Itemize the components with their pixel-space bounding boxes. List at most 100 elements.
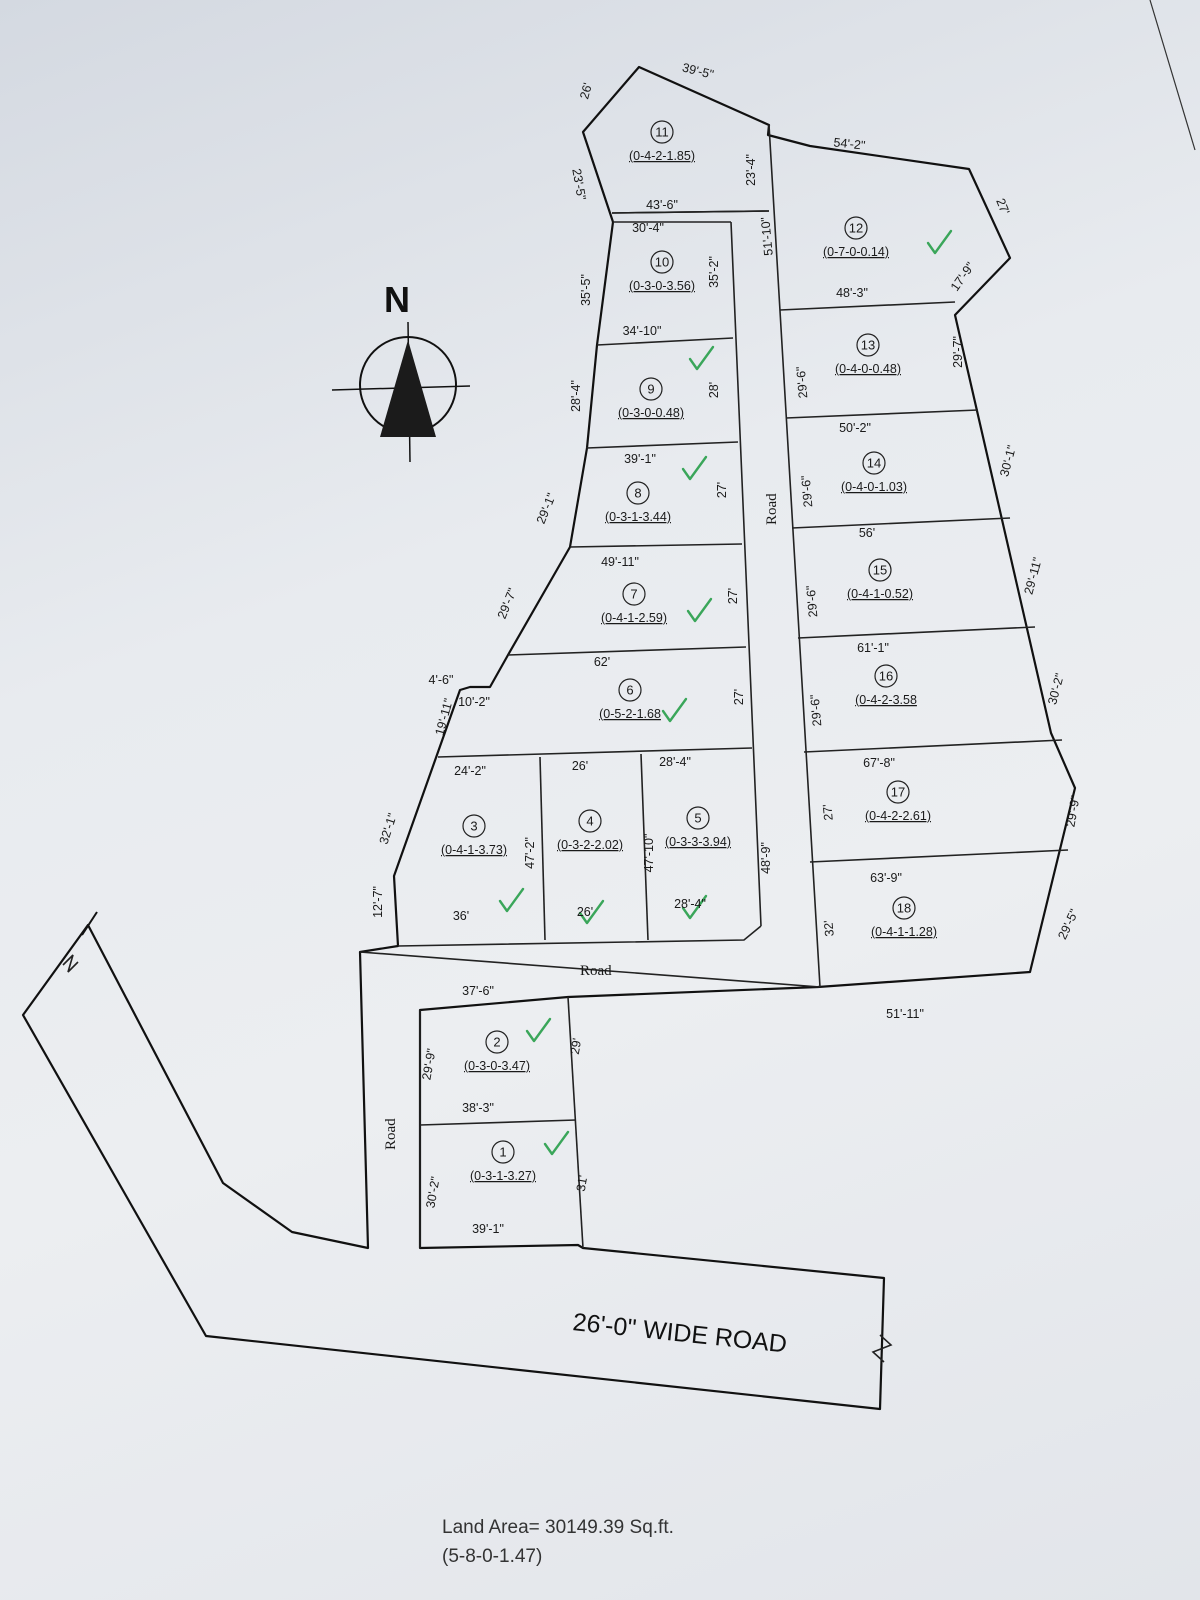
page-edge-line [1149, 0, 1196, 151]
plot-area: (0-3-0-3.56) [629, 279, 695, 293]
plot-number: 9 [647, 382, 654, 397]
dimension-label: 17'-9" [948, 260, 978, 294]
plot-6[interactable]: 6(0-5-2-1.68 [599, 678, 688, 723]
plot-number-circle [868, 558, 892, 582]
dimension-label: 39'-5" [681, 60, 715, 81]
dimension-label: 51'-11" [886, 1007, 924, 1021]
plot-number-circle [639, 377, 663, 401]
plot-16[interactable]: 16(0-4-2-3.58 [855, 664, 917, 707]
dimension-label: 27' [726, 588, 740, 604]
check-mark-icon [578, 899, 605, 925]
plot-11[interactable]: 11 (0-4-2-1.85) [629, 120, 695, 163]
cross-road-label: Road [580, 963, 612, 979]
dimension-label: 19'-11" [432, 697, 455, 737]
dimension-label: 62' [594, 655, 610, 669]
plot-18[interactable]: 18(0-4-1-1.28) [871, 896, 937, 939]
check-mark-icon [688, 345, 715, 371]
plot-area: (0-4-2-1.85) [629, 149, 695, 163]
plot-number-circle [886, 780, 910, 804]
plot-number: 6 [626, 683, 633, 698]
plot-1[interactable]: 1(0-3-1-3.27) [470, 1130, 570, 1183]
dimension-label: 26' [572, 759, 588, 773]
main-road-label: Road [764, 493, 780, 525]
plot-10[interactable]: 10(0-3-0-3.56) [629, 250, 695, 293]
plot-11-bottom-line [611, 210, 770, 214]
dimension-label: 29'-6" [808, 694, 825, 727]
west-block-lines [437, 221, 753, 941]
land-area-label: Land Area= 30149.39 Sq.ft. [442, 1517, 674, 1538]
plot-4[interactable]: 4(0-3-2-2.02) [557, 809, 623, 925]
dimension-label: 32'-1" [377, 811, 400, 846]
plot-area: (0-4-0-0.48) [835, 362, 901, 376]
plot-number-circle [491, 1140, 515, 1164]
plot-12[interactable]: 12(0-7-0-0.14) [823, 216, 953, 259]
plot-number-circle [626, 481, 650, 505]
main-road-edges [359, 124, 821, 988]
plot-area: (0-7-0-0.14) [823, 245, 889, 259]
plot-13[interactable]: 13(0-4-0-0.48) [835, 333, 901, 376]
dimension-label: 30'-1" [997, 444, 1019, 478]
plot-number-circle [856, 333, 880, 357]
plot-8[interactable]: 8(0-3-1-3.44) [605, 455, 708, 524]
dimension-label: 29'-6" [804, 585, 821, 618]
road-break-east [871, 1334, 893, 1363]
side-road-label: Road [383, 1118, 399, 1150]
dimension-label: 48'-9" [759, 842, 773, 874]
land-area-units-label: (5-8-0-1.47) [442, 1546, 542, 1567]
plot-17[interactable]: 17(0-4-2-2.61) [865, 780, 931, 823]
plot-number-circle [650, 120, 674, 144]
dimension-label: 43'-6" [646, 198, 678, 212]
plot-14[interactable]: 14(0-4-0-1.03) [841, 451, 907, 494]
plot-3[interactable]: 3(0-4-1-3.73) [441, 814, 525, 913]
dimension-label: 34'-10" [623, 324, 662, 338]
dimension-label: 29'-6" [794, 366, 811, 399]
dimension-label: 29'-1" [534, 491, 559, 526]
dimension-label: 54'-2" [833, 135, 866, 152]
check-mark-icon [543, 1130, 570, 1156]
dimension-label: 28'-4" [569, 380, 583, 412]
plot-area: (0-4-2-2.61) [865, 809, 931, 823]
dimension-label: 30'-2" [1045, 672, 1067, 706]
dimension-label: 23'-5" [569, 167, 588, 201]
dimension-label: 29'-7" [495, 586, 520, 621]
dimension-label: 4'-6" [429, 673, 454, 687]
plot-area: (0-4-2-3.58 [855, 693, 917, 707]
plot-number: 11 [655, 125, 669, 140]
dimension-label: 27' [732, 689, 746, 705]
dimension-label: 35'-5" [579, 274, 593, 306]
dimension-label: 39'-1" [472, 1222, 504, 1236]
plot-number: 7 [630, 587, 637, 602]
plot-2[interactable]: 2(0-3-0-3.47) [464, 1017, 552, 1073]
dimension-label: 30'-4" [632, 221, 664, 235]
dimension-label: 56' [859, 526, 875, 540]
north-arrow-icon: N [331, 279, 471, 463]
dimension-label: 26' [577, 81, 595, 100]
plot-area: (0-3-3-3.94) [665, 835, 731, 849]
plot-number: 8 [634, 486, 641, 501]
dimension-label: 67'-8" [863, 756, 895, 770]
plot-5[interactable]: 5(0-3-3-3.94) [665, 806, 731, 920]
dimension-label: 30'-2" [423, 1175, 442, 1209]
plot-9[interactable]: 9(0-3-0-0.48) [618, 345, 715, 420]
dimension-label: 47'-10" [642, 834, 656, 873]
plot-area: (0-4-1-2.59) [601, 611, 667, 625]
plot-7[interactable]: 7 (0-4-1-2.59) [601, 582, 713, 625]
dimension-label: 29'-7" [951, 336, 965, 368]
plot-15[interactable]: 15(0-4-1-0.52) [847, 558, 913, 601]
dimension-label: 27' [715, 482, 729, 498]
dimension-label: 26' [577, 905, 593, 919]
plot-number-circle [892, 896, 916, 920]
wide-road-label: 26'-0" WIDE ROAD [571, 1308, 788, 1358]
south-block-lines [419, 996, 584, 1249]
dimension-label: 23'-4" [744, 154, 758, 186]
plot-number: 15 [873, 563, 887, 578]
check-mark-icon [498, 887, 525, 913]
dimension-label: 31' [574, 1174, 591, 1192]
dimension-label: 51'-10" [758, 216, 775, 256]
check-mark-icon [686, 597, 713, 623]
dimension-label: 36' [453, 909, 469, 923]
plot-number: 3 [470, 819, 477, 834]
dimension-label: 61'-1" [857, 641, 889, 655]
check-mark-icon [681, 455, 708, 481]
